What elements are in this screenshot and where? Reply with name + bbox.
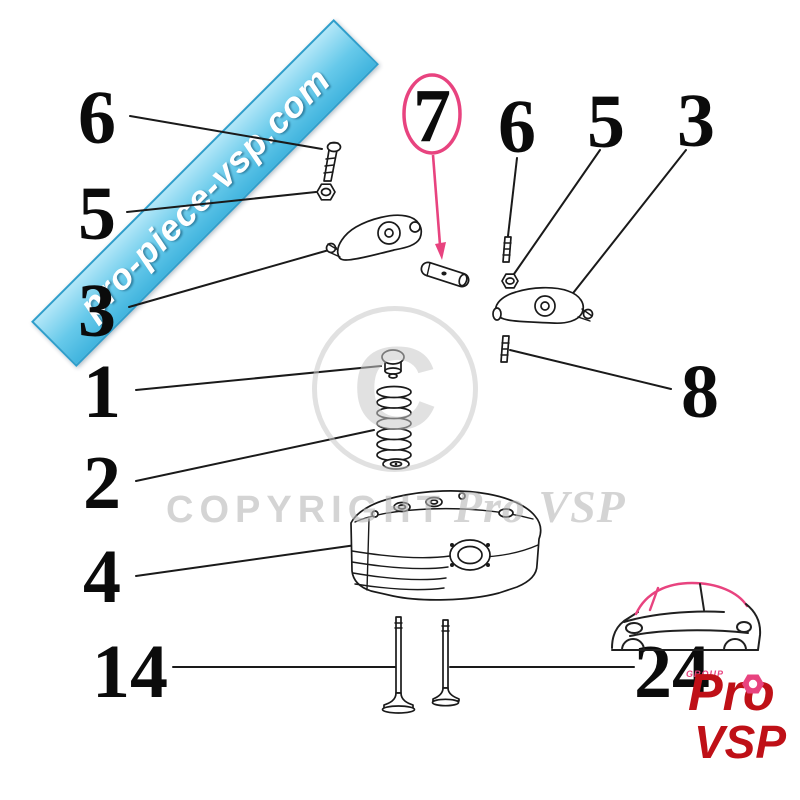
part-valve-left (381, 616, 416, 714)
part-valve-right (431, 619, 460, 707)
highlight-leader-7 (431, 154, 442, 246)
callout-6-right: 6 (498, 85, 536, 169)
part-rocker-shaft (420, 261, 470, 288)
callout-14: 14 (92, 630, 168, 714)
part-spring-seat (382, 458, 410, 470)
leader-line-3-left (128, 247, 337, 308)
callout-3-left: 3 (78, 269, 116, 353)
leader-line-6-right (507, 157, 518, 237)
highlight-arrow-7 (435, 242, 446, 260)
leader-line-5-right (513, 149, 601, 275)
leader-line-4 (135, 544, 357, 577)
part-stud-upper-right (502, 236, 512, 263)
leader-line-5-left (126, 191, 317, 213)
callout-5-left: 5 (78, 172, 116, 256)
part-stud-lower-right (500, 335, 510, 363)
logo-car-sketch (611, 581, 762, 651)
leader-line-8 (509, 349, 672, 390)
part-valve-spring (376, 385, 412, 462)
part-cylinder-head (350, 490, 542, 601)
callout-1: 1 (83, 350, 121, 434)
callout-8: 8 (681, 350, 719, 434)
logo-pro-text: Pro (688, 664, 775, 722)
callout-4: 4 (83, 535, 121, 619)
callout-6-left: 6 (78, 76, 116, 160)
callout-3-right: 3 (677, 79, 715, 163)
highlight-ellipse-7 (402, 73, 462, 155)
brand-logo: GROUP Pro VSP (611, 581, 786, 768)
part-nut-right (501, 273, 519, 289)
part-rocker-arm-left (325, 214, 423, 261)
callout-2: 2 (83, 441, 121, 525)
leader-line-3-right (569, 149, 687, 298)
callout-7: 7 (413, 74, 451, 158)
part-screw-left (323, 141, 342, 182)
callout-24: 24 (634, 630, 710, 714)
part-rocker-arm-right (492, 286, 594, 325)
part-valve-cap (381, 349, 405, 379)
callout-5-right: 5 (587, 80, 625, 164)
leader-line-2 (135, 429, 375, 482)
part-nut-left (316, 183, 336, 201)
leader-line-6-left (129, 115, 323, 150)
logo-group-label: GROUP (686, 669, 724, 679)
logo-vsp-text: VSP (694, 716, 786, 768)
leader-line-1 (135, 365, 382, 391)
logo-hexagon-icon (742, 674, 764, 694)
